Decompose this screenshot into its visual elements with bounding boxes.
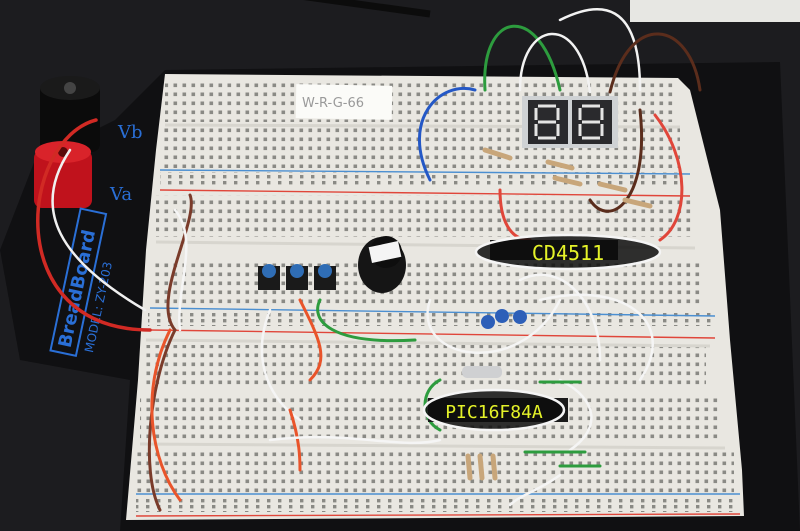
capacitors — [481, 309, 527, 329]
resistors-pic — [465, 453, 498, 481]
paper-note: W-R-G-66 — [295, 84, 393, 120]
power-rails — [135, 169, 741, 517]
pic16f84a-label: PIC16F84A — [445, 402, 543, 423]
pic16f84a-callout — [422, 388, 566, 432]
push-buttons — [258, 264, 336, 290]
push-button-3 — [318, 264, 332, 278]
cd4511-label: CD4511 — [532, 241, 604, 265]
push-button-1 — [262, 264, 276, 278]
terminal-black-vb — [40, 76, 100, 152]
jumper-wires — [36, 8, 702, 512]
buzzer — [358, 236, 406, 293]
pic16f84a-chip: PIC16F84A — [422, 388, 568, 432]
wire-red-va — [36, 118, 152, 332]
rail-red-line — [159, 189, 691, 197]
pen — [303, 0, 431, 18]
breadboard-hole-field — [136, 82, 734, 496]
crystal-oscillator — [462, 366, 502, 378]
cd4511-callout — [474, 233, 662, 271]
seven-segment-displays — [522, 96, 618, 148]
label-va: Va — [109, 184, 132, 205]
wire-green-buttons — [316, 298, 417, 343]
wire-green-top — [483, 24, 562, 92]
terminal-red-va — [34, 141, 92, 208]
resistors-display — [482, 147, 653, 209]
paper-note-text: W-R-G-66 — [302, 96, 364, 111]
push-button-2 — [290, 264, 304, 278]
cd4511-chip: CD4511 — [474, 233, 662, 271]
tape-strip — [630, 0, 800, 22]
wire-white-va — [51, 148, 147, 312]
wire-blue — [417, 87, 477, 182]
label-vb: Vb — [117, 122, 143, 143]
